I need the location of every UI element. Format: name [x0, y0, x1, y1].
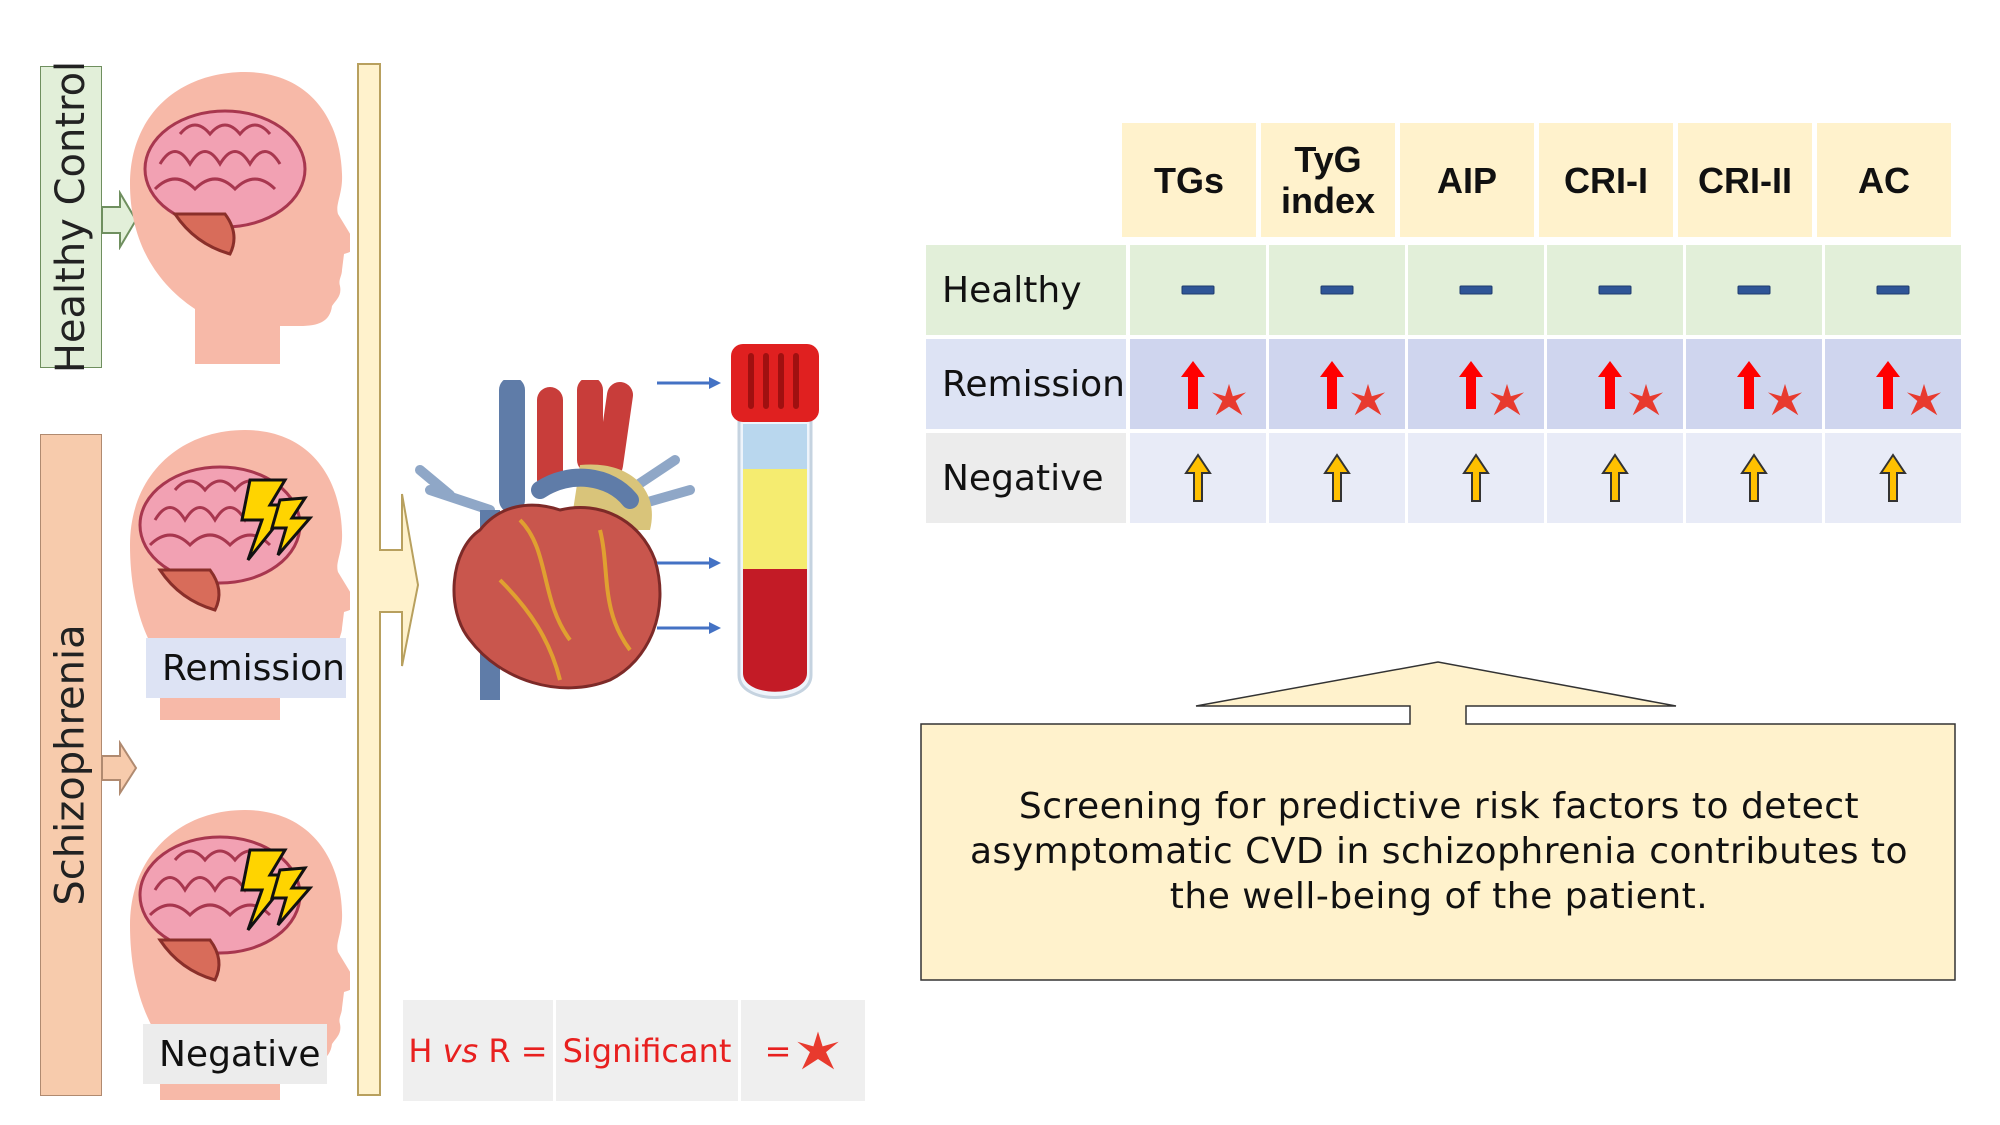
blue-arrow-icon	[657, 557, 721, 569]
star-icon	[797, 1030, 840, 1069]
healthy-head-with-brain-icon	[130, 72, 350, 364]
red-increase-arrow-with-star-icon	[1320, 361, 1386, 416]
blue-arrow-icon	[657, 377, 721, 389]
cell-healthy-aip	[1408, 245, 1544, 335]
no-change-dash-icon	[1459, 285, 1493, 295]
cell-negative-cri-ii	[1686, 433, 1822, 523]
cell-remission-tgs	[1130, 339, 1266, 429]
cell-healthy-ac	[1825, 245, 1961, 335]
yellow-increase-arrow-icon	[1184, 453, 1212, 502]
legend-star-key: =	[741, 1000, 865, 1101]
schizophrenia-pointer-arrow-icon	[101, 740, 138, 796]
cell-remission-aip	[1408, 339, 1544, 429]
cell-negative-aip	[1408, 433, 1544, 523]
no-change-dash-icon	[1737, 285, 1771, 295]
no-change-dash-icon	[1181, 285, 1215, 295]
callout-box	[920, 661, 1956, 981]
yellow-increase-arrow-icon	[1879, 453, 1907, 502]
column-header-cri-i: CRI-I	[1539, 123, 1673, 237]
schizophrenia-label-bar: Schizophrenia	[40, 434, 102, 1096]
group-bracket-arrow	[357, 63, 420, 1096]
yellow-increase-arrow-icon	[1323, 453, 1351, 502]
no-change-dash-icon	[1320, 285, 1354, 295]
cell-remission-tyg-index	[1269, 339, 1405, 429]
cell-healthy-cri-ii	[1686, 245, 1822, 335]
column-header-ac: AC	[1817, 123, 1951, 237]
cell-healthy-cri-i	[1547, 245, 1683, 335]
legend-significant: Significant	[556, 1000, 738, 1101]
callout-text: Screening for predictive risk factors to…	[969, 785, 1909, 917]
healthy-control-label: Healthy Control	[48, 60, 95, 374]
healthy-pointer-arrow-icon	[101, 190, 138, 250]
negative-tag: Negative	[143, 1024, 327, 1084]
remission-tag: Remission	[146, 638, 346, 698]
yellow-increase-arrow-icon	[1740, 453, 1768, 502]
healthy-control-label-bar: Healthy Control	[40, 61, 102, 373]
cell-remission-ac	[1825, 339, 1961, 429]
heart-illustration-icon	[415, 380, 695, 700]
yellow-increase-arrow-icon	[1462, 453, 1490, 502]
red-increase-arrow-with-star-icon	[1737, 361, 1803, 416]
cell-negative-tgs	[1130, 433, 1266, 523]
row-label-remission: Remission	[926, 339, 1126, 429]
legend-equals: =	[764, 1031, 792, 1070]
cell-negative-tyg-index	[1269, 433, 1405, 523]
legend-comparison-text: H vs R =	[408, 1031, 548, 1070]
column-header-tgs: TGs	[1122, 123, 1256, 237]
row-label-healthy: Healthy	[926, 245, 1126, 335]
cell-remission-cri-ii	[1686, 339, 1822, 429]
legend-comparison: H vs R =	[403, 1000, 553, 1101]
no-change-dash-icon	[1876, 285, 1910, 295]
column-header-aip: AIP	[1400, 123, 1534, 237]
cell-negative-ac	[1825, 433, 1961, 523]
cell-negative-cri-i	[1547, 433, 1683, 523]
red-increase-arrow-with-star-icon	[1459, 361, 1525, 416]
blood-sample-tube-icon	[731, 344, 819, 699]
cell-remission-cri-i	[1547, 339, 1683, 429]
red-increase-arrow-with-star-icon	[1876, 361, 1942, 416]
red-increase-arrow-with-star-icon	[1181, 361, 1247, 416]
row-label-negative: Negative	[926, 433, 1126, 523]
no-change-dash-icon	[1598, 285, 1632, 295]
cell-healthy-tyg-index	[1269, 245, 1405, 335]
blue-arrow-icon	[657, 622, 721, 634]
red-increase-arrow-with-star-icon	[1598, 361, 1664, 416]
cell-healthy-tgs	[1130, 245, 1266, 335]
column-header-cri-ii: CRI-II	[1678, 123, 1812, 237]
yellow-increase-arrow-icon	[1601, 453, 1629, 502]
schizophrenia-label: Schizophrenia	[48, 624, 94, 906]
